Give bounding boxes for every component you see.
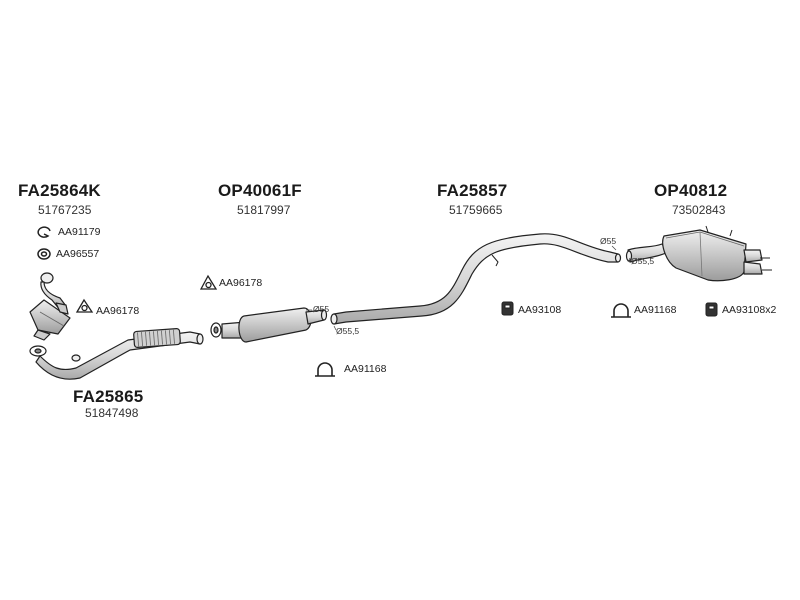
front-pipe <box>35 328 204 380</box>
rubber-hanger-icon <box>501 301 514 316</box>
fitting-label: AA91168 <box>634 304 677 316</box>
assembly-number: 51817997 <box>237 203 291 217</box>
ring-gasket-icon <box>37 248 51 260</box>
assembly-code: OP40061F <box>218 181 302 200</box>
triangle-gasket-icon <box>199 274 218 290</box>
fitting-label: AA91168 <box>344 363 387 375</box>
clamp-ring-icon <box>37 226 51 238</box>
assembly-number: 73502843 <box>672 203 726 217</box>
fitting-label: AA93108x2 <box>722 304 777 316</box>
fitting-label: AA93108 <box>518 304 562 316</box>
fitting-label: AA96178 <box>96 305 140 317</box>
rubber-hanger-icon <box>705 302 718 317</box>
u-clamp-icon <box>315 362 335 377</box>
fitting-label: AA91179 <box>58 226 101 238</box>
fitting-label: AA96178 <box>219 277 263 289</box>
triangle-gasket-icon <box>75 298 94 313</box>
diameter-label: Ø55,5 <box>631 256 655 266</box>
diameter-label: Ø55,5 <box>336 326 360 336</box>
diameter-leaders <box>306 245 631 331</box>
diameter-label: Ø55 <box>600 236 617 246</box>
assembly-code: FA25865 <box>73 387 144 406</box>
diameter-label: Ø55 <box>313 304 330 314</box>
u-clamp-icon <box>611 303 631 318</box>
assembly-code: FA25857 <box>437 181 508 200</box>
rear-silencer <box>625 225 772 282</box>
front-silencer <box>210 307 328 343</box>
assembly-number: 51767235 <box>38 203 92 217</box>
catalytic-converter <box>29 272 71 357</box>
fitting-label: AA96557 <box>56 248 100 260</box>
assembly-number: 51759665 <box>449 203 503 217</box>
assembly-number: 51847498 <box>85 406 139 420</box>
intermediate-pipe <box>330 233 622 325</box>
assembly-code: FA25864K <box>18 181 101 200</box>
assembly-code: OP40812 <box>654 181 728 200</box>
